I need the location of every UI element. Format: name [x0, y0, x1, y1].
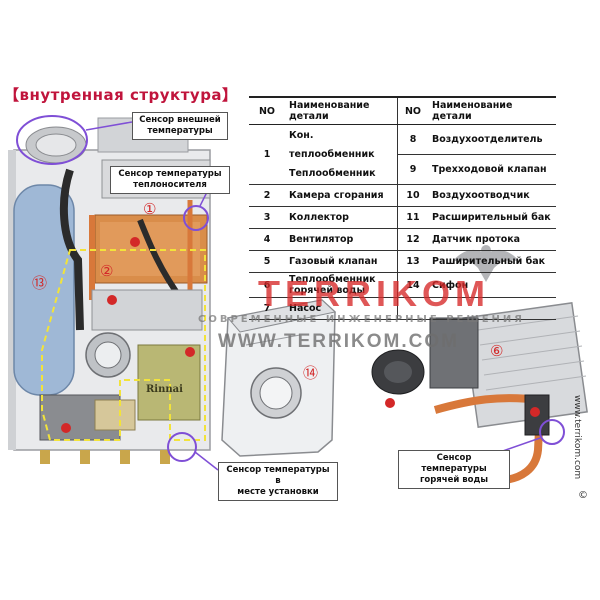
coolant-sensor-ring [183, 205, 209, 231]
cell-name: Насос [285, 297, 398, 320]
watermark-copyright: © [578, 490, 588, 501]
cell-no: 9 [397, 154, 428, 185]
fitting [40, 450, 50, 464]
table-row: 4 Вентилятор 12 Датчик протока [249, 228, 556, 251]
fitting [160, 450, 170, 464]
marker-red [130, 237, 140, 247]
col-header-name-2: Наименование детали [428, 96, 556, 125]
watermark-tagline: СОВРЕМЕННЫЕ ИНЖЕНЕРНЫЕ РЕШЕНИЯ [198, 314, 525, 325]
table-header-row: NO Наименование детали NO Наименование д… [249, 96, 556, 125]
outdoor-sensor-ring [16, 115, 88, 165]
marker-part-1: ① [143, 200, 157, 218]
cell-name: Датчик протока [428, 228, 556, 251]
page-title: 【внутренная структура】 [4, 86, 238, 104]
cell-name: Кон. теплообменник Теплообменник [285, 124, 398, 185]
fitting [80, 450, 90, 464]
brand-plate: Rinnai [146, 384, 183, 395]
fitting [120, 450, 130, 464]
cell-no: 12 [397, 228, 428, 251]
watermark-brand: TERRIKOM [258, 273, 490, 314]
cell-no: 11 [397, 206, 428, 229]
parts-table: NO Наименование детали NO Наименование д… [249, 96, 556, 320]
col-header-no-2: NO [397, 96, 428, 125]
cell-no: 10 [397, 184, 428, 207]
table-row: 5 Газовый клапан 13 Раширительный бак [249, 250, 556, 273]
cell-no: 4 [249, 228, 285, 251]
cell-name: Воздухоотводчик [428, 184, 556, 207]
cell-name: Раширительный бак [428, 250, 556, 273]
boiler-unit [8, 115, 219, 471]
cell-no: 13 [397, 250, 428, 273]
pipe-black [59, 168, 84, 331]
marker-part-2: ② [100, 262, 114, 280]
cell-no [397, 297, 428, 320]
cell-no: 7 [249, 297, 285, 320]
cell-name: Коллектор [285, 206, 398, 229]
callout-coolant-sensor: Сенсор температуры теплоносителя [110, 166, 230, 194]
cell-no: 3 [249, 206, 285, 229]
marker-red [61, 423, 71, 433]
cell-name: Камера сгорания [285, 184, 398, 207]
table-row: 1 Кон. теплообменник Теплообменник 8 Воз… [249, 124, 556, 185]
table-row: 6 Теплообменник горячей воды 14 Сифон [249, 272, 556, 298]
cell-name: Трехходовой клапан [428, 154, 556, 185]
cell-name-text: Кон. теплообменник Теплообменник [289, 130, 376, 179]
cell-name [428, 297, 556, 320]
cell-name: Сифон [428, 272, 556, 298]
cell-name-text: Теплообменник горячей воды [289, 274, 376, 296]
cell-name: Воздухоотделитель [428, 124, 556, 155]
col-header-name: Наименование детали [285, 96, 398, 125]
dashed-outline [41, 249, 206, 441]
cell-no: 6 [249, 272, 285, 298]
table-row: 9 Трехходовой клапан [249, 154, 556, 185]
cell-no: 14 [397, 272, 428, 298]
cell-no: 8 [397, 124, 428, 155]
table-row: 7 Насос [249, 297, 556, 320]
marker-red [107, 295, 117, 305]
cell-name: Теплообменник горячей воды [285, 272, 398, 298]
col-header-no: NO [249, 96, 285, 125]
marker-part-6: ⑥ [490, 342, 504, 360]
cell-no: 1 [249, 124, 285, 185]
cell-no: 2 [249, 184, 285, 207]
cell-name: Газовый клапан [285, 250, 398, 273]
marker-part-13: ⑬ [32, 274, 48, 292]
cell-no: 5 [249, 250, 285, 273]
watermark-side: www.terrikom.com [572, 395, 582, 480]
callout-install-sensor: Сенсор температуры в месте установки [218, 462, 338, 501]
marker-part-14: ⑭ [303, 364, 319, 382]
boiler-side-rail [8, 150, 16, 450]
table-row: 3 Коллектор 11 Расширительный бак [249, 206, 556, 229]
marker-red [185, 347, 195, 357]
cell-name: Расширительный бак [428, 206, 556, 229]
callout-dhw-sensor: Сенсор температуры горячей воды [398, 450, 510, 489]
cell-name: Вентилятор [285, 228, 398, 251]
watermark-site: WWW.TERRIKOM.COM [218, 331, 459, 352]
three-way-valve [429, 317, 479, 389]
collector [91, 289, 203, 331]
table-row: 2 Камера сгорания 10 Воздухоотводчик [249, 184, 556, 207]
install-sensor-ring [167, 432, 197, 462]
hydraulic-group [371, 302, 588, 484]
dhw-sensor-ring [539, 419, 565, 445]
callout-outdoor-sensor: Сенсор внешней температуры [132, 112, 228, 140]
